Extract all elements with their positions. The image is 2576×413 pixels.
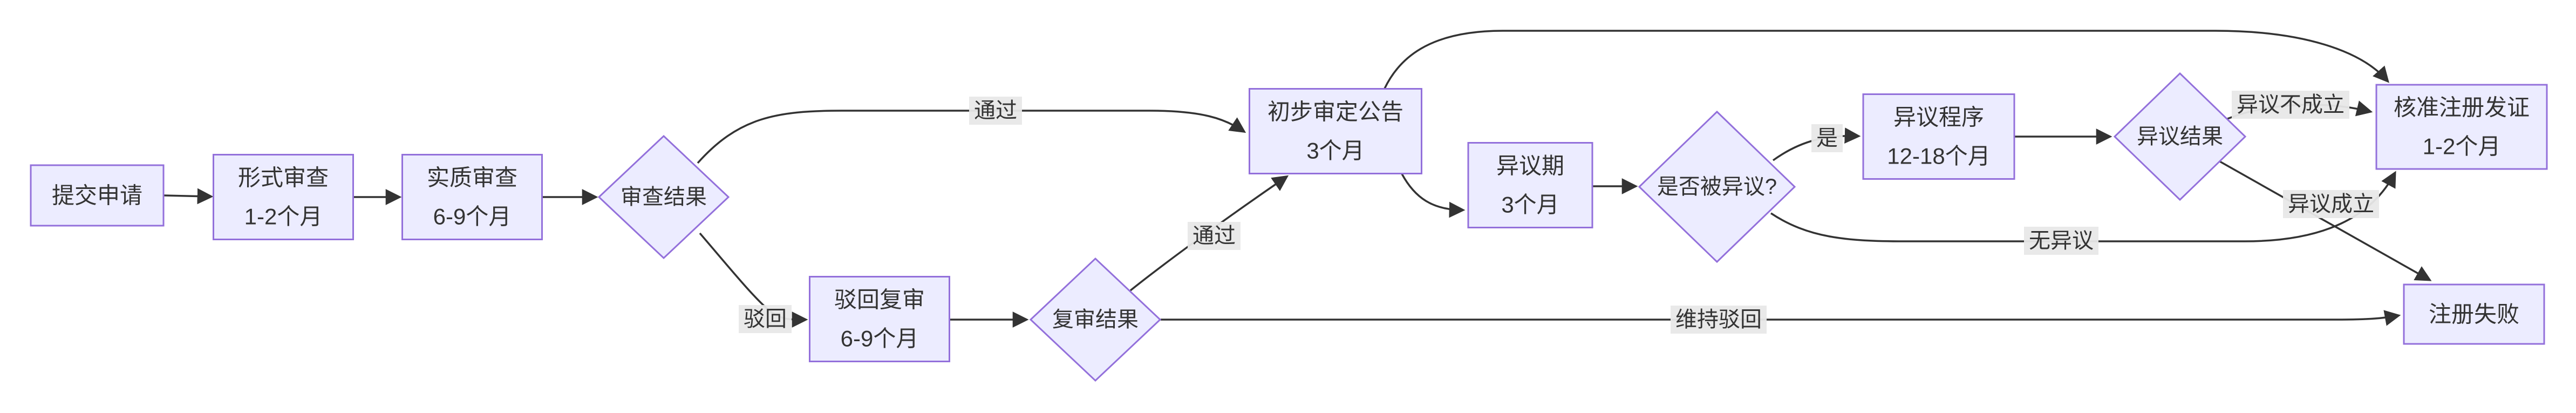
edge-label-is-opposed-to-approve-registration: 无异议	[2024, 227, 2098, 255]
edge-label-opposition-result-to-registration-failed: 异议成立	[2283, 190, 2379, 218]
edge-preliminary-announcement-to-opposition-period	[1401, 173, 1466, 218]
is-opposed-shape	[1638, 110, 1796, 263]
edge-label-text: 维持驳回	[1675, 308, 1762, 331]
node-is-opposed: 是否被异议?	[1638, 110, 1796, 263]
edge-label-bg	[969, 97, 1022, 125]
opposition-result-shape	[2113, 72, 2247, 201]
edge-label-review-result-to-preliminary-announcement: 通过	[1188, 222, 1241, 250]
edge-label-text: 通过	[974, 99, 1017, 123]
review-result-shape	[1029, 257, 1162, 382]
edge-label-text: 驳回	[744, 307, 787, 331]
edge-submit-application-to-formal-examination	[163, 188, 214, 205]
edge-label-bg	[2283, 190, 2379, 218]
examination-result-label: 审查结果	[621, 185, 707, 209]
submit-application-label: 提交申请	[52, 183, 142, 208]
edge-label-text: 是	[1816, 126, 1838, 150]
opposition-procedure-shape	[1862, 93, 2015, 180]
node-review-result: 复审结果	[1029, 257, 1162, 382]
edge-line-preliminary-announcement-to-opposition-period	[1401, 173, 1466, 218]
edge-line-review-result-to-registration-failed	[1161, 310, 2401, 326]
edge-label-text: 无异议	[2029, 229, 2094, 253]
edge-label-text: 通过	[1192, 224, 1236, 248]
edge-label-examination-result-to-preliminary-announcement: 通过	[969, 97, 1022, 125]
review-result-label: 复审结果	[1052, 308, 1139, 331]
opposition-period-shape	[1467, 142, 1593, 228]
substantive-examination-shape	[401, 154, 543, 240]
edge-label-bg	[1671, 306, 1767, 334]
edge-review-result-to-registration-failed	[1161, 310, 2401, 326]
is-opposed-label: 是否被异议?	[1657, 175, 1777, 199]
rejection-review-shape	[809, 276, 950, 362]
edge-label-is-opposed-to-opposition-procedure: 是	[1811, 124, 1843, 152]
edge-label-bg	[2024, 227, 2098, 255]
edge-opposition-result-to-registration-failed	[2218, 160, 2432, 281]
edge-label-text: 异议不成立	[2237, 93, 2345, 117]
edge-label-bg	[1188, 222, 1241, 250]
edge-line-opposition-result-to-registration-failed	[2218, 160, 2432, 281]
edge-preliminary-announcement-to-approve-registration	[1384, 30, 2389, 89]
edge-label-bg	[2232, 91, 2349, 119]
edge-line-submit-application-to-formal-examination	[163, 188, 214, 205]
node-registration-failed: 注册失败	[2403, 283, 2545, 345]
node-examination-result: 审查结果	[597, 134, 730, 260]
edge-line-preliminary-announcement-to-approve-registration	[1384, 30, 2389, 89]
opposition-result-label: 异议结果	[2137, 125, 2223, 148]
registration-failed-label: 注册失败	[2429, 302, 2519, 327]
submit-application-shape	[30, 164, 165, 227]
registration-failed-shape	[2403, 283, 2545, 345]
edge-label-bg	[1811, 124, 1843, 152]
edge-label-bg	[739, 305, 792, 333]
approve-registration-shape	[2375, 84, 2548, 170]
edge-label-review-result-to-registration-failed: 维持驳回	[1671, 306, 1767, 334]
edge-line-examination-result-to-preliminary-announcement	[697, 110, 1246, 164]
node-submit-application: 提交申请	[30, 164, 165, 227]
examination-result-shape	[597, 134, 730, 260]
edge-label-examination-result-to-rejection-review: 驳回	[739, 305, 792, 333]
edge-examination-result-to-preliminary-announcement	[697, 110, 1246, 164]
formal-examination-shape	[213, 154, 354, 240]
edge-label-text: 异议成立	[2288, 192, 2374, 216]
node-opposition-result: 异议结果	[2113, 72, 2247, 201]
edge-label-opposition-result-to-approve-registration: 异议不成立	[2232, 91, 2349, 119]
preliminary-announcement-shape	[1249, 88, 1422, 174]
